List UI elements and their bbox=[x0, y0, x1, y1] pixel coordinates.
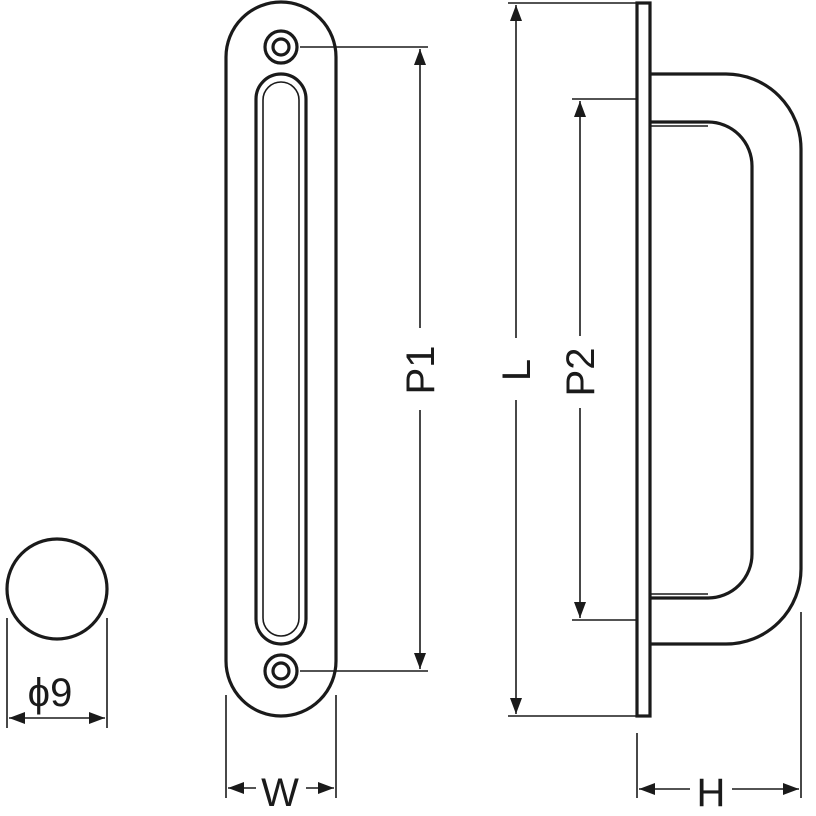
slot-inner bbox=[262, 81, 300, 637]
slot-outer bbox=[254, 72, 308, 646]
diameter-arrow-right bbox=[89, 712, 105, 724]
width-arrow-right bbox=[318, 782, 334, 794]
pitch1-arrow-bottom bbox=[414, 653, 426, 669]
pitch2-label: P2 bbox=[559, 348, 603, 397]
height-label: H bbox=[697, 771, 726, 815]
diameter-label: ϕ9 bbox=[28, 671, 73, 715]
length-dimension: L bbox=[495, 2, 636, 717]
height-dimension: H bbox=[636, 612, 802, 815]
length-arrow-top bbox=[510, 5, 522, 21]
length-label: L bbox=[495, 359, 539, 381]
height-arrow-left bbox=[639, 783, 655, 795]
diameter-dimension: ϕ9 bbox=[6, 618, 108, 728]
pitch1-dimension: P1 bbox=[300, 46, 443, 672]
height-arrow-right bbox=[783, 783, 799, 795]
pitch2-arrow-bottom bbox=[574, 602, 586, 618]
diameter-arrow-left bbox=[9, 712, 25, 724]
width-label: W bbox=[261, 771, 299, 815]
side-plate bbox=[635, 1, 652, 718]
side-view bbox=[635, 1, 803, 718]
screw-hole-bottom-inner bbox=[271, 661, 291, 681]
bar-cross-section bbox=[5, 537, 109, 641]
pitch1-label: P1 bbox=[399, 346, 443, 395]
pitch1-arrow-top bbox=[414, 49, 426, 65]
width-arrow-left bbox=[228, 782, 244, 794]
handle-outer-contour bbox=[650, 72, 803, 646]
pitch2-dimension: P2 bbox=[559, 98, 636, 621]
length-arrow-bottom bbox=[510, 698, 522, 714]
width-dimension: W bbox=[225, 695, 337, 815]
screw-hole-top-inner bbox=[271, 37, 291, 57]
cross-section-circle bbox=[5, 537, 109, 641]
screw-hole-top bbox=[263, 29, 299, 65]
screw-hole-bottom bbox=[263, 653, 299, 689]
plate-outline bbox=[224, 0, 338, 718]
pitch2-arrow-top bbox=[574, 101, 586, 117]
front-view-plate bbox=[224, 0, 338, 718]
handle-inner-contour bbox=[650, 120, 754, 600]
